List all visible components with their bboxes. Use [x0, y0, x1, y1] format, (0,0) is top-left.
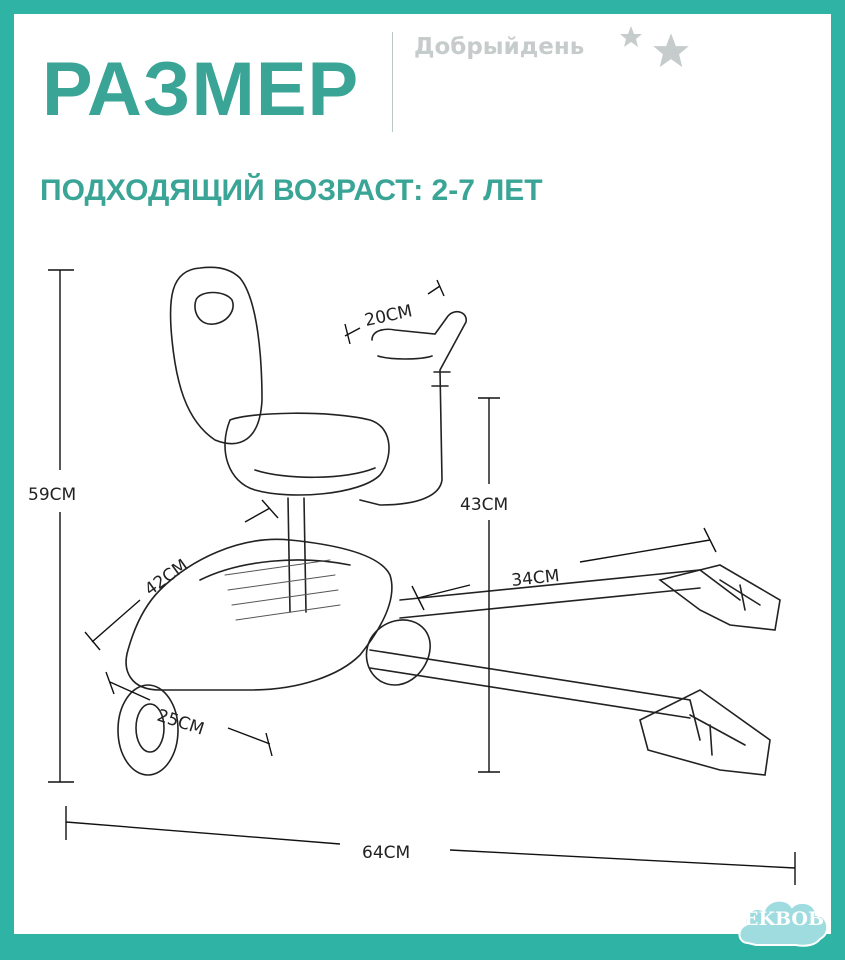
seat-back	[169, 266, 263, 445]
title-divider	[392, 32, 393, 132]
dim-line-handle	[344, 279, 445, 345]
frame-hinge	[365, 619, 431, 686]
frame-arm-upper	[399, 569, 741, 601]
front-clamp-upper	[658, 564, 781, 631]
dim-label-total-length: 64CM	[362, 843, 410, 863]
dim-line-frame-length	[411, 527, 717, 611]
dim-label-seat-depth: 42CM	[141, 556, 192, 600]
handle-bar	[359, 310, 467, 506]
rear-wheel	[117, 684, 179, 776]
foot-board	[125, 538, 393, 691]
dim-line-seat-depth	[84, 499, 279, 651]
grip-texture	[224, 559, 341, 621]
dim-label-total-height: 59CM	[28, 485, 76, 505]
frame-arm-lower	[369, 649, 701, 741]
dim-label-handle: 20CM	[363, 301, 414, 331]
seat-handle-hole	[194, 291, 234, 325]
dim-line-board-length	[105, 671, 273, 757]
dim-line-total-height	[48, 269, 74, 783]
star-icon	[620, 26, 642, 47]
dim-label-board-length: 25CM	[154, 706, 206, 740]
page-title: РАЗМЕР	[42, 47, 360, 132]
dim-label-frame-length: 34CM	[510, 566, 560, 591]
logo-cloud-icon	[738, 899, 829, 947]
logo-text: EKBOB	[743, 908, 825, 930]
star-icon	[653, 33, 689, 68]
dim-line-total-length	[65, 806, 796, 885]
dim-line-handle-height	[478, 397, 500, 773]
age-subtitle: ПОДХОДЯЩИЙ ВОЗРАСТ: 2-7 ЛЕТ	[40, 174, 543, 207]
white-panel	[14, 14, 831, 934]
dim-label-handle-height: 43CM	[460, 495, 508, 515]
seat-cushion	[224, 412, 390, 496]
seat-post	[287, 497, 307, 613]
front-clamp-lower	[639, 689, 771, 776]
brand-name: Добрыйдень	[414, 34, 585, 60]
